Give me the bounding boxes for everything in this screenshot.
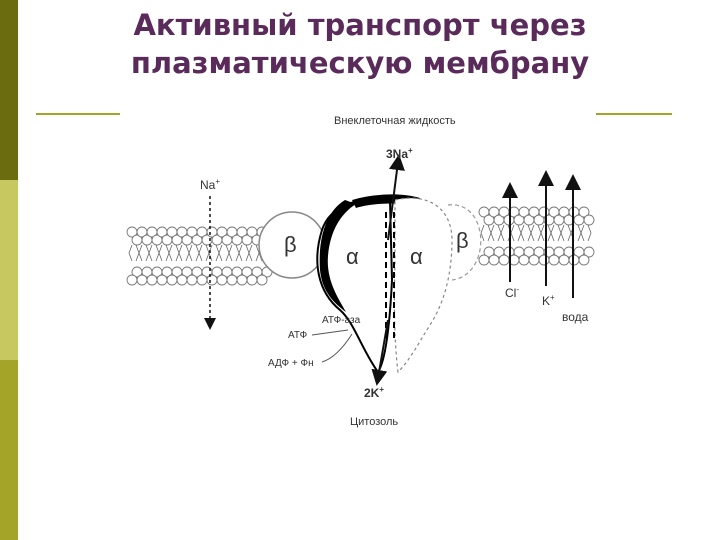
title-rule-right xyxy=(596,113,672,115)
title-line-2: плазматическую мембрану xyxy=(130,46,590,80)
lipid-heads-left xyxy=(126,226,273,286)
accent-segment-light xyxy=(0,180,18,360)
adp-label: АДФ + Фн xyxy=(268,358,314,369)
adp-leader-line xyxy=(321,333,353,363)
na-leak-label: Na+ xyxy=(200,177,220,192)
accent-segment-mid xyxy=(0,360,18,540)
beta-subunit-right xyxy=(447,204,482,281)
beta-symbol-left: β xyxy=(284,232,297,257)
atpase-label: АТФ-аза xyxy=(322,315,361,326)
k-in-label: 2K+ xyxy=(364,385,384,400)
alpha-symbol-left: α xyxy=(346,244,359,269)
atp-leader-line xyxy=(311,329,349,336)
alpha-symbol-right: α xyxy=(410,244,423,269)
na-out-arrow xyxy=(387,154,405,241)
atp-label: АТФ xyxy=(288,330,308,341)
slide-title: Активный транспорт через плазматическую … xyxy=(120,6,600,82)
alpha-left-thick-edge xyxy=(319,200,356,312)
accent-segment-dark xyxy=(0,0,18,180)
alpha-top-dark xyxy=(352,194,420,208)
lipid-heads-right xyxy=(478,206,595,266)
alpha-subunit-right xyxy=(393,197,453,374)
cytosol-label: Цитозоль xyxy=(350,416,398,428)
k-in-arrow xyxy=(371,319,389,386)
k-leak-label: K+ xyxy=(542,293,555,308)
extracellular-label: Внеклеточная жидкость xyxy=(334,115,456,127)
water-label: вода xyxy=(562,310,589,324)
left-accent-bar xyxy=(0,0,18,540)
na-out-label: 3Na+ xyxy=(386,146,413,161)
title-rule-left xyxy=(36,113,120,115)
title-line-1: Активный транспорт через xyxy=(133,8,587,42)
beta-symbol-right: β xyxy=(456,228,469,253)
cl-label: Cl- xyxy=(505,285,519,300)
